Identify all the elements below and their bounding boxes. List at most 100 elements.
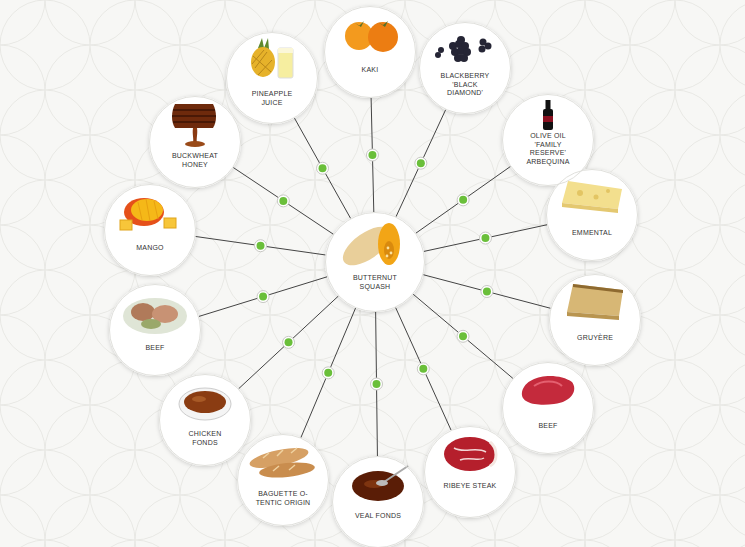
connector-dot-center <box>368 151 376 159</box>
chicken-fonds-picture <box>179 388 231 420</box>
circle-outline <box>110 285 201 376</box>
baguette-picture <box>258 460 315 480</box>
pineapple-picture <box>252 50 272 75</box>
blackberry-picture <box>435 52 441 58</box>
squash-picture <box>390 252 393 255</box>
connector-group <box>301 308 356 438</box>
node-disks <box>502 362 594 454</box>
beef-picture <box>522 376 574 405</box>
pineapple-picture <box>278 48 293 78</box>
connector-dot-center <box>483 288 491 296</box>
circle-outline <box>546 169 638 261</box>
connector-line <box>196 236 326 254</box>
connector-dot <box>417 363 429 375</box>
gruyere-picture <box>573 284 623 293</box>
connector-dot <box>317 162 329 174</box>
olive-oil-picture <box>543 100 553 130</box>
node-disks <box>104 6 641 547</box>
mango-picture <box>164 218 176 228</box>
ingredient-label: RIBEYE STEAK <box>444 482 497 491</box>
connector-line <box>413 294 513 378</box>
connector-dot <box>479 232 491 244</box>
squash-picture <box>337 219 400 272</box>
connector-dot-center <box>373 380 381 388</box>
connector-line <box>424 225 547 252</box>
ribeye-picture <box>490 442 496 466</box>
node-disks <box>549 274 641 366</box>
circle-outline <box>333 457 424 547</box>
connector-dot <box>283 336 295 348</box>
node-disks <box>324 6 416 98</box>
ingredient-label: EMMENTAL <box>572 229 612 238</box>
ingredient-circle: PINEAPPLE JUICE <box>226 32 318 124</box>
circle-outline <box>503 95 594 186</box>
mango-picture <box>120 198 176 230</box>
connector-group <box>371 312 383 456</box>
ingredient-circle: VEAL FONDS <box>332 456 424 547</box>
connector-group <box>196 236 326 254</box>
circle-outline <box>150 97 241 188</box>
hub-label: BUTTERNUT SQUASH <box>345 274 405 291</box>
olive-oil-picture <box>543 116 553 122</box>
veal-fonds-picture <box>352 471 404 501</box>
squash-picture <box>384 241 394 259</box>
ingredient-label: BEEF <box>538 422 557 431</box>
connector-line <box>396 308 451 431</box>
emmental-picture <box>606 189 610 193</box>
connector-group <box>416 167 511 234</box>
gruyere-picture <box>567 284 623 320</box>
circle-outline <box>549 274 641 366</box>
ingredient-label: OLIVE OIL 'FAMILY RESERVE' ARBEQUINA <box>518 132 578 166</box>
connector-group <box>396 110 446 217</box>
mango-picture <box>131 199 163 221</box>
honey-picture <box>185 141 205 147</box>
emmental-picture <box>594 195 599 200</box>
connector-line <box>233 168 333 235</box>
blackberry-picture <box>438 47 444 53</box>
beef-plate-picture <box>131 303 155 321</box>
node-disks <box>104 184 196 276</box>
ingredient-label: BUCKWHEAT HONEY <box>164 152 226 169</box>
beef-picture <box>534 382 562 387</box>
kaki-picture <box>378 21 388 27</box>
circle-outline <box>503 363 594 454</box>
connector-dot-center <box>259 293 267 301</box>
blackberry-picture <box>479 46 486 53</box>
emmental-picture <box>577 190 583 196</box>
connector-dot-center <box>324 369 332 377</box>
connector-dot <box>277 195 289 207</box>
connector-group <box>239 296 339 389</box>
beef-plate-picture <box>123 298 187 334</box>
connector-dot <box>366 149 378 161</box>
circle-outline <box>325 7 416 98</box>
ingredient-circle: CHICKEN FONDS <box>159 374 251 466</box>
circle-outline <box>227 33 318 124</box>
squash-picture <box>387 247 390 250</box>
connector-group <box>294 118 350 218</box>
connector-group <box>366 98 378 212</box>
circle-outline <box>324 6 416 98</box>
gruyere-picture <box>567 284 623 316</box>
connector-group <box>233 168 333 235</box>
connector-dot <box>415 157 427 169</box>
ingredient-circle: EMMENTAL <box>546 169 638 261</box>
connector-line <box>301 308 356 438</box>
connector-dot <box>457 330 469 342</box>
ingredient-circle: BEEF <box>502 362 594 454</box>
honey-picture <box>172 110 216 122</box>
circle-outline <box>159 374 251 466</box>
ingredient-label: KAKI <box>362 66 379 75</box>
mango-picture <box>138 199 158 221</box>
emmental-picture <box>562 181 622 213</box>
connector-group <box>424 225 547 252</box>
circle-outline <box>502 94 594 186</box>
ingredient-circle: MANGO <box>104 184 196 276</box>
node-disks <box>546 169 638 261</box>
circle-outline <box>326 213 425 312</box>
kaki-picture <box>345 21 398 52</box>
squash-picture <box>378 223 400 265</box>
